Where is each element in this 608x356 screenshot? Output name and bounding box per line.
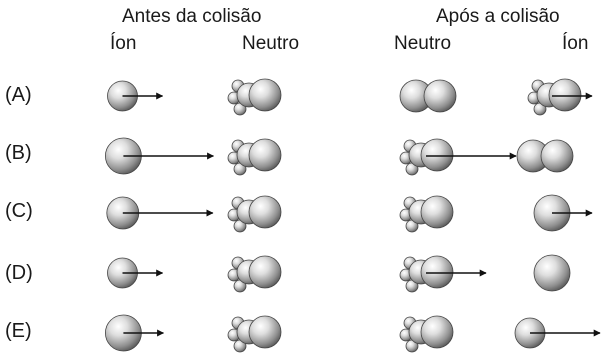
neutral-before bbox=[227, 195, 282, 233]
neutral-before bbox=[227, 315, 282, 353]
neutral-before bbox=[227, 138, 282, 176]
subheader-after-ion: Íon bbox=[562, 33, 589, 54]
row-label-e: (E) bbox=[5, 320, 32, 342]
row-a bbox=[107, 78, 593, 116]
neutral-before bbox=[227, 78, 282, 116]
row-label-a: (A) bbox=[5, 84, 32, 106]
row-c bbox=[106, 194, 593, 233]
atom-large bbox=[248, 315, 282, 349]
atom-large bbox=[420, 138, 454, 172]
neutral-after bbox=[399, 315, 454, 353]
neutral-before bbox=[227, 255, 282, 293]
row-b bbox=[105, 137, 574, 176]
header-before: Antes da colisão bbox=[122, 6, 262, 27]
atom-large bbox=[420, 255, 454, 289]
atom-large bbox=[248, 195, 282, 229]
atom-large bbox=[540, 139, 574, 173]
neutral-after bbox=[399, 138, 454, 176]
row-d bbox=[107, 254, 571, 293]
ion-after bbox=[533, 254, 571, 292]
atom-large bbox=[423, 79, 457, 113]
atom-large bbox=[248, 138, 282, 172]
row-label-b: (B) bbox=[5, 142, 32, 164]
atom-large bbox=[548, 78, 582, 112]
neutral-after bbox=[399, 255, 454, 293]
subheader-before-ion: Íon bbox=[110, 33, 137, 54]
row-e bbox=[105, 314, 601, 353]
row-label-c: (C) bbox=[5, 200, 33, 222]
neutral-after bbox=[399, 79, 457, 113]
subheader-after-neutral: Neutro bbox=[394, 33, 452, 54]
subheader-before-neutral: Neutro bbox=[242, 33, 300, 54]
ion-after bbox=[527, 78, 582, 116]
header-after: Após a colisão bbox=[436, 6, 560, 27]
atom-large bbox=[248, 255, 282, 289]
atom-large bbox=[420, 195, 454, 229]
neutral-after bbox=[399, 195, 454, 233]
atom-large bbox=[248, 78, 282, 112]
row-label-d: (D) bbox=[5, 262, 33, 284]
ion-after bbox=[516, 139, 574, 173]
atom-large bbox=[420, 315, 454, 349]
